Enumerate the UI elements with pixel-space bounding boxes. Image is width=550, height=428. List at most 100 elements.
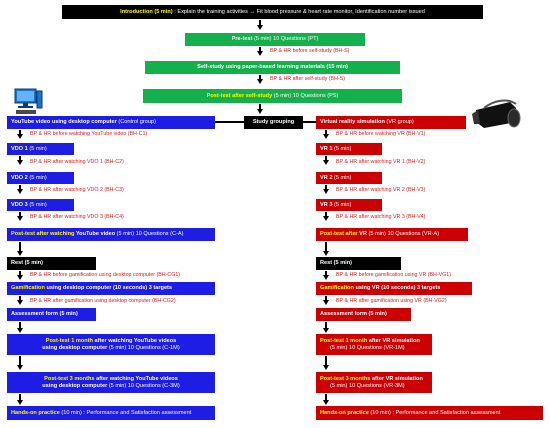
vdo1-label: VDO 1 — [11, 145, 28, 152]
study-grouping-label: Study grouping — [252, 119, 295, 125]
v-gamification-label: Gamification — [320, 285, 354, 291]
vr2-box: VR 2 (5 min) — [316, 172, 382, 184]
v-post3m-bold: after VR simulation — [370, 375, 423, 382]
c-arrow6-shaft — [19, 271, 21, 275]
v-arrow7 — [322, 300, 329, 305]
vr3-text: (5 min) — [332, 201, 352, 208]
v-note-bhvg1: BP & HR before gamification using VR (BH… — [336, 272, 452, 278]
c-post3m-label: Post-test 3 months — [44, 375, 95, 382]
c-arrow3 — [16, 189, 23, 194]
v-arrow2 — [322, 160, 329, 165]
v-arrow6 — [322, 275, 329, 280]
c-arrow4-shaft — [19, 212, 21, 216]
study-grouping-box: Study grouping — [244, 116, 303, 129]
c-arrow7-shaft — [19, 296, 21, 300]
v-note-bhv2: BP & HR after watching VR 1 (BH-V2) — [336, 159, 426, 165]
v-posttest-a-text: (5 min) 10 Questions (VR-A) — [366, 231, 440, 237]
c-note-bhcg2: BP & HR after gamification using desktop… — [30, 298, 176, 304]
v-rest-label: Rest (5 min) — [320, 260, 353, 266]
c-arrow1 — [16, 134, 23, 139]
v-arrow7-shaft — [325, 296, 327, 300]
vdo1-box: VDO 1 (5 min) — [7, 143, 74, 155]
c-post3m-box: Post-test 3 months after watching YouTub… — [7, 372, 215, 393]
v-post1m-box: Post-test 1 month after VR simulation (5… — [316, 334, 432, 355]
c-posttest-a-box: Post-test after watching YouTube video (… — [7, 228, 215, 241]
vr3-label: VR 3 — [320, 201, 333, 208]
v-arrow1-shaft — [325, 130, 327, 134]
vdo3-text: (5 min) — [27, 201, 47, 208]
c-rest-box: Rest (5 min) — [7, 257, 96, 270]
c-arrow9 — [16, 365, 23, 370]
v-posttest-a-label: Post-test after — [320, 231, 358, 237]
c-post3m-line2-text: (5 min) 10 Questions (C-3M) — [107, 382, 180, 389]
grouping-connector-left — [215, 121, 244, 123]
arrow-posttest-self — [256, 109, 263, 114]
v-post1m-bold: after VR simulation — [367, 337, 420, 344]
c-posttest-a-bold: YouTube video — [74, 231, 116, 237]
v-arrow10-shaft — [325, 394, 327, 400]
vr1-text: (5 min) — [332, 145, 352, 152]
c-post1m-label: Post-test 1 month — [45, 337, 93, 344]
v-arrow9-shaft — [325, 356, 327, 365]
c-gamification-label: Gamification — [11, 285, 45, 291]
v-arrow6-shaft — [325, 271, 327, 275]
c-note-bhc3: BP & HR after watching VDO 2 (BH-C3) — [30, 187, 124, 193]
v-arrow3 — [322, 189, 329, 194]
control-header-text: (Control group) — [116, 119, 156, 125]
v-handson-text: (10 min) : Performance and Satisfaction … — [368, 409, 501, 416]
note-bhs-after: BP & HR after self-study (BH-S) — [270, 76, 345, 82]
vdo2-text: (5 min) — [27, 174, 47, 181]
v-posttest-a-box: Post-test after VR (5 min) 10 Questions … — [316, 228, 468, 241]
vdo2-box: VDO 2 (5 min) — [7, 172, 74, 184]
arrow-posttest-self-shaft — [259, 104, 261, 109]
vr2-text: (5 min) — [332, 174, 352, 181]
v-note-bhv1: BP & HR before watching VR (BH-V1) — [336, 131, 426, 137]
vr1-label: VR 1 — [320, 145, 333, 152]
selfstudy-text: using paper-based learning materials (15… — [224, 64, 348, 70]
note-bhs-before: BP & HR before self-study (BH-S) — [270, 48, 350, 54]
v-gamification-box: Gamification using VR (10 seconds) 3 tar… — [316, 282, 472, 295]
c-post1m-line2-bold: using desktop computer — [42, 344, 108, 351]
vdo2-label: VDO 2 — [11, 174, 28, 181]
vdo3-label: VDO 3 — [11, 201, 28, 208]
vdo3-box: VDO 3 (5 min) — [7, 199, 74, 211]
c-arrow5-shaft — [19, 242, 21, 251]
c-assessment-label: Assessment form (5 min) — [11, 311, 78, 317]
c-note-bhc4: BP & HR after watching VDO 3 (BH-C4) — [30, 214, 124, 220]
v-arrow1 — [322, 134, 329, 139]
c-posttest-a-text: (5 min) 10 Questions (C-A) — [115, 231, 184, 237]
vr1-box: VR 1 (5 min) — [316, 143, 382, 155]
arrow-intro-shaft — [259, 20, 261, 25]
vr-header-box: Virtual reality simulation (VR group) — [316, 116, 466, 129]
v-arrow5 — [322, 251, 329, 256]
intro-label: Introduction (5 min) — [120, 8, 173, 15]
intro-box: Introduction (5 min) : Explain the train… — [62, 5, 483, 19]
selfstudy-box: Self-study using paper-based learning ma… — [145, 61, 400, 74]
pretest-box: Pre-test (5 min) 10 Questions (PT) — [185, 33, 365, 46]
grouping-connector-right — [303, 121, 316, 123]
vr-header-text: (VR group) — [384, 119, 414, 125]
c-arrow8-shaft — [19, 322, 21, 328]
c-posttest-a-label: Post-test after watching — [11, 231, 75, 237]
arrow-pretest — [256, 51, 263, 56]
c-post3m-line2-bold: using desktop computer — [42, 382, 108, 389]
v-post1m-line2-text: (5 min) 10 Questions (VR-1M) — [330, 344, 405, 351]
c-note-bhc2: BP & HR after watching VDO 1 (BH-C2) — [30, 159, 124, 165]
vr-header-label: Virtual reality simulation — [320, 119, 385, 125]
c-rest-label: Rest (5 min) — [11, 260, 44, 266]
c-handson-text: (10 min) : Performance and Satisfaction … — [59, 409, 192, 416]
c-arrow2-shaft — [19, 156, 21, 160]
pretest-label: Pre-test — [231, 36, 253, 42]
v-note-bhvg2: BP & HR after gamification using VR (BH-… — [336, 298, 447, 304]
v-post3m-box: Post-test 3 months after VR simulation (… — [316, 372, 432, 393]
v-note-bhv4: BP & HR after watching VR 3 (BH-V4) — [336, 214, 426, 220]
c-arrow10-shaft — [19, 394, 21, 400]
vr3-box: VR 3 (5 min) — [316, 199, 382, 211]
c-gamification-text: using desktop computer (10 seconds) 3 ta… — [44, 285, 173, 291]
control-header-label: YouTube video using desktop computer — [11, 119, 117, 125]
c-arrow5 — [16, 251, 23, 256]
v-posttest-a-bold: VR — [357, 231, 367, 237]
v-assessment-box: Assessment form (5 min) — [316, 308, 411, 321]
c-post3m-bold: after watching YouTube videos — [94, 375, 178, 382]
arrow-selfstudy-shaft — [259, 75, 261, 79]
